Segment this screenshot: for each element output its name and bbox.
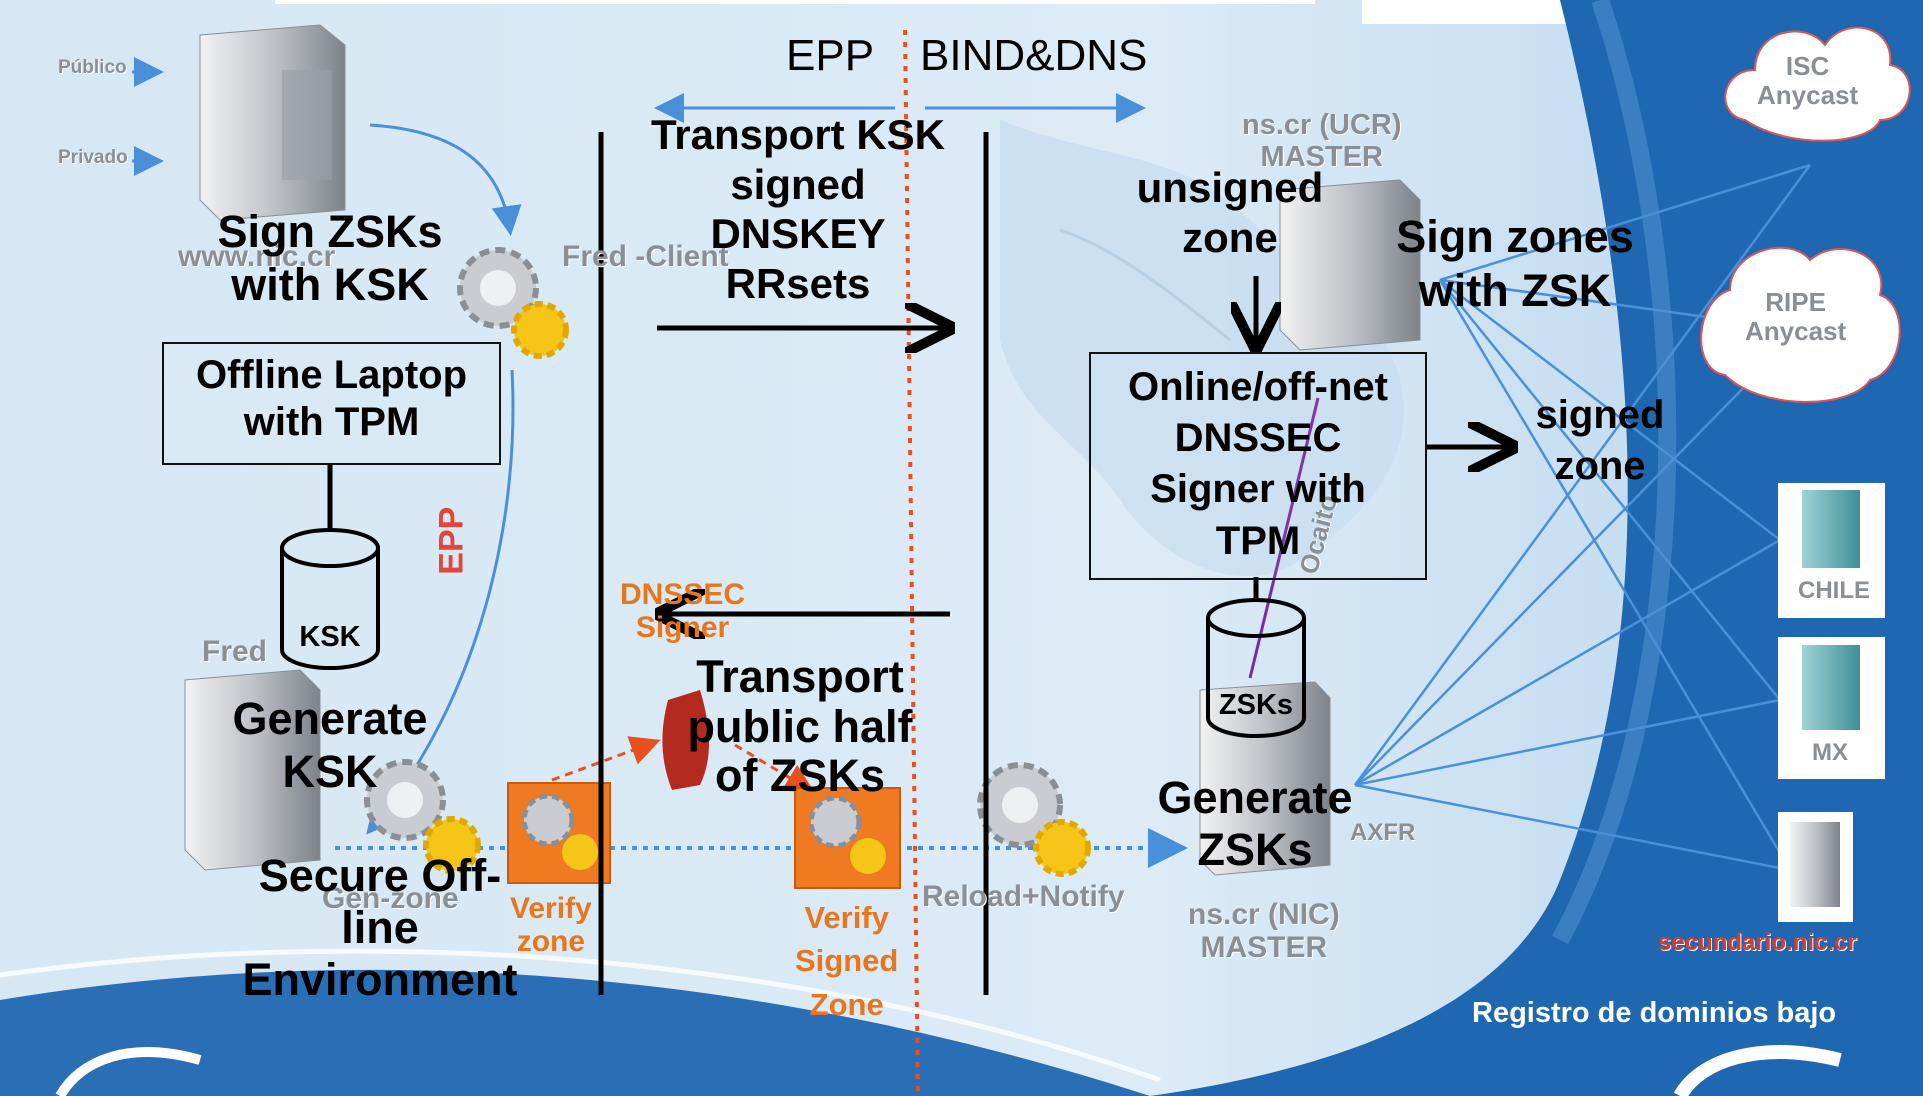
ripe-anycast-label: RIPE Anycast — [1745, 287, 1847, 346]
distribution-lines — [1353, 163, 1812, 872]
purple-link-line — [1248, 397, 1320, 679]
isc-anycast-label: ISC Anycast — [1757, 51, 1859, 110]
www-server-icon — [199, 24, 346, 221]
gen-zone-label: Gen-zone — [322, 882, 459, 915]
registro-label: Registro de dominios bajo — [1472, 997, 1837, 1029]
zsks-database-icon — [1206, 598, 1306, 738]
epp-bind-divider — [903, 29, 920, 1096]
publico-label: Público — [58, 57, 127, 78]
zsks-db-label: ZSKs — [1218, 689, 1294, 721]
offline-laptop-box — [162, 342, 501, 465]
dnssec-signer-icon — [662, 690, 709, 790]
verify-zone-label: Verify zone — [510, 892, 592, 958]
unsigned-zone-label: unsigned zone — [1136, 164, 1324, 261]
ksk-database-icon — [280, 528, 380, 670]
generate-ksk-label: Generate KSK — [232, 693, 428, 798]
mx-label: MX — [1812, 739, 1848, 766]
ns-ucr-label: ns.cr (UCR) MASTER — [1242, 109, 1402, 173]
map-border — [1059, 228, 1231, 342]
www-to-client-arrow — [369, 123, 522, 236]
verify-signed-zone-icon — [794, 787, 901, 889]
ksk-db-label: KSK — [299, 621, 361, 653]
reload-notify-gear-icon — [977, 762, 1091, 877]
mx-server-icon — [1802, 645, 1860, 730]
bind-dns-label: BIND&DNS — [920, 31, 1148, 80]
to-signer-dashed-arrow — [551, 736, 661, 782]
bottom-blue-band — [0, 969, 1150, 1096]
secundario-server-icon — [1790, 822, 1840, 907]
fred-client-gear-icon — [457, 247, 569, 359]
transport-public-label: Transport public half of ZSKs — [687, 651, 913, 801]
cr-logo-left — [55, 1047, 202, 1096]
gen-zone-gear-icon — [364, 759, 481, 874]
signed-zone-label: signed zone — [1535, 393, 1665, 489]
top-white-bar — [275, 0, 1315, 4]
secundario-label: secundario.nic.cr — [1658, 929, 1857, 956]
transport-ksk-label: Transport KSK signed DNSKEY RRsets — [650, 111, 946, 307]
from-signer-dashed-arrow — [734, 743, 816, 794]
axfr-label: AXFR — [1350, 819, 1416, 846]
verify-signed-zone-label: Verify Signed Zone — [795, 900, 899, 1022]
www-nic-label: www.nic.cr — [178, 240, 336, 273]
secure-offline-label: Secure Off- line Environment — [242, 850, 518, 1006]
chile-server-icon — [1802, 490, 1860, 568]
sign-zsks-label: Sign ZSKs with KSK — [217, 206, 443, 311]
band-swoosh — [1552, 0, 1677, 945]
isc-anycast-cloud — [1724, 26, 1911, 142]
reload-notify-label: Reload+Notify — [922, 880, 1125, 913]
dnssec-signer-label: DNSSEC Signer — [620, 578, 746, 644]
fred-client-label: Fred -Client — [562, 240, 729, 273]
fred-server-icon — [184, 669, 321, 871]
online-signer-label: Online/off-net DNSSEC Signer with TPM — [1128, 365, 1388, 563]
epp-side-label: EPP — [432, 506, 471, 575]
bottom-swoosh — [0, 948, 1161, 1083]
online-signer-box — [1089, 352, 1427, 580]
sign-zones-label: Sign zones with ZSK — [1396, 211, 1634, 316]
chile-label: CHILE — [1798, 577, 1870, 604]
verify-zone-icon — [507, 782, 611, 884]
offline-laptop-label: Offline Laptop with TPM — [195, 353, 468, 445]
ripe-anycast-cloud — [1700, 246, 1901, 403]
generate-zsks-label: Generate ZSKs — [1157, 772, 1353, 876]
fred-label: Fred — [202, 635, 268, 668]
privado-label: Privado — [58, 147, 128, 168]
epp-label: EPP — [786, 31, 875, 80]
ns-nic-label: ns.cr (NIC) MASTER — [1188, 898, 1340, 964]
nic-server-icon — [1199, 681, 1331, 876]
cr-logo-right — [1673, 1045, 1842, 1096]
